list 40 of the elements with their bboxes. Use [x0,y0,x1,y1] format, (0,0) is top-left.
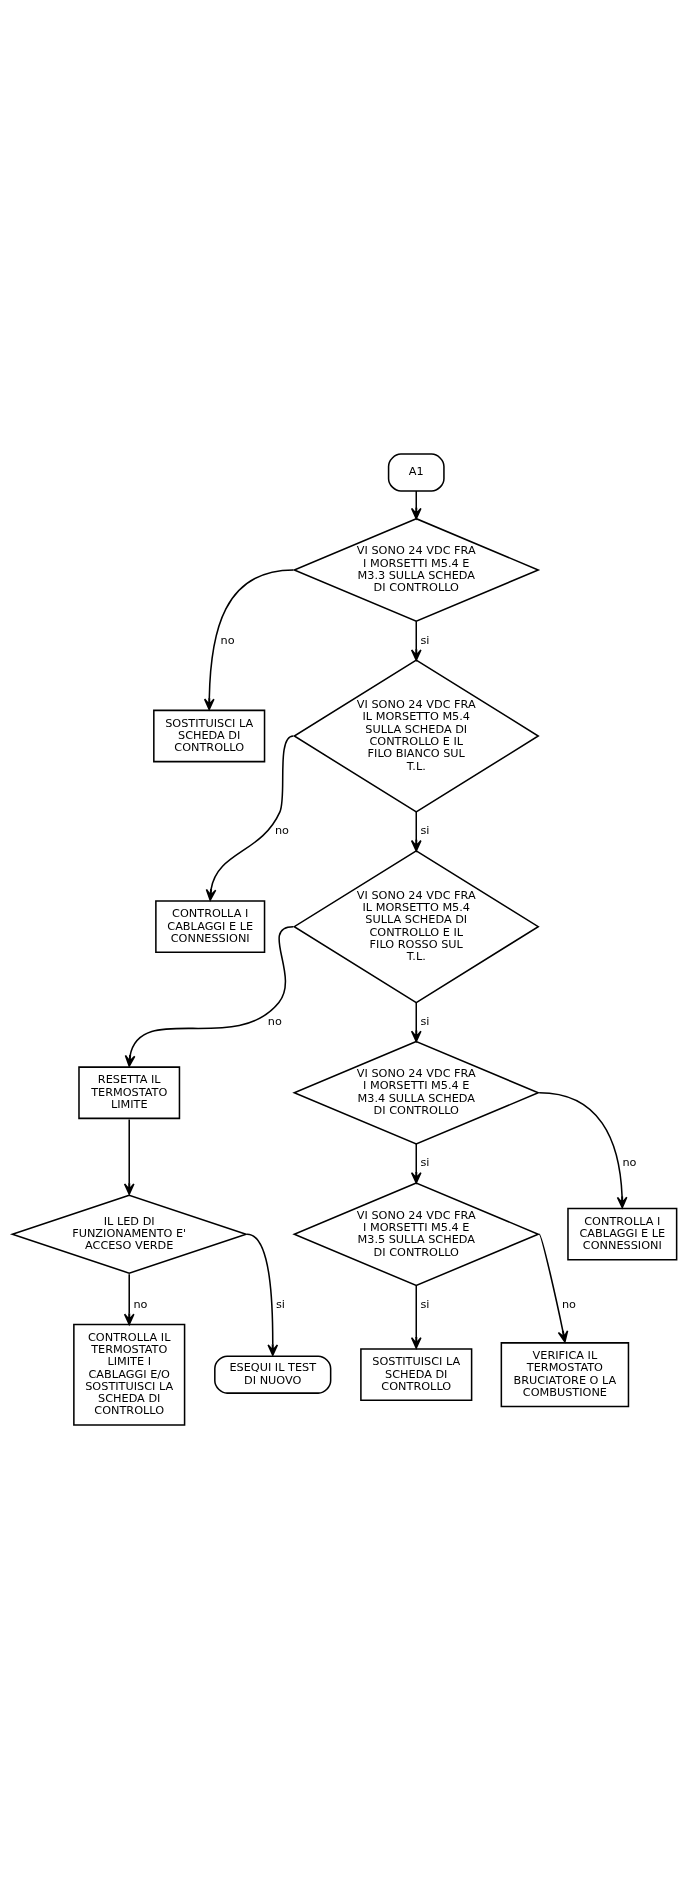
arrow [410,1143,422,1184]
arrow [410,490,422,520]
node-box: ESEQUI IL TEST DI NUOVO [214,1355,332,1394]
node-box: SOSTITUISCI LA SCHEDA DI CONTROLLO [153,709,266,763]
edge-label: no [622,1156,637,1170]
node-diamond: VI SONO 24 VDC FRA IL MORSETTO M5.4 SULLA SCHEDA DI CONTROLLO E IL FILO ROSSO SUL T.L. [292,849,540,1004]
node-diamond: VI SONO 24 VDC FRA I MORSETTI M5.4 E M3.4 SULLA SCHEDA DI CONTROLLO [292,1040,541,1145]
node-box: RESETTA IL TERMOSTATO LIMITE [78,1066,181,1120]
arrow [410,620,422,661]
arrow [205,735,294,901]
node-diamond: VI SONO 24 VDC FRA I MORSETTI M5.4 E M3.5 SULLA SCHEDA DI CONTROLLO [292,1182,541,1287]
edge-label: si [420,1297,430,1311]
edge-label: si [420,1014,430,1028]
node-diamond: VI SONO 24 VDC FRA I MORSETTI M5.4 E M3.3 SULLA SCHEDA DI CONTROLLO [292,517,541,623]
arrow [123,1273,135,1326]
edge-label: no [267,1014,282,1028]
arrow [410,1284,422,1349]
edge-label: si [420,633,430,647]
arrow [410,811,422,852]
arrow [410,1001,422,1043]
edge-label: no [561,1297,577,1311]
node-diamond: VI SONO 24 VDC FRA IL MORSETTO M5.4 SULLA SCHEDA DI CONTROLLO E IL FILO BIANCO SUL T.L. [292,659,540,813]
edge-label: si [420,1156,430,1170]
arrow [246,1233,279,1356]
arrow [203,569,294,711]
edge-label: si [420,824,430,838]
edge-label: no [274,824,289,838]
arrow [538,1092,628,1209]
node-box: VERIFICA IL TERMOSTATO BRUCIATORE O LA COMBUSTIONE [500,1342,630,1408]
node-box: SOSTITUISCI LA SCHEDA DI CONTROLLO [360,1348,473,1402]
node-diamond: IL LED DI FUNZIONAMENTO E' ACCESO VERDE [9,1194,249,1274]
node-box: CONTROLLA I CABLAGGI E LE CONNESSIONI [567,1207,678,1261]
edge-label: no [220,633,235,647]
arrow [123,1118,135,1195]
arrow [538,1233,569,1343]
node-box: CONTROLLA IL TERMOSTATO LIMITE I CABLAGGI E/O SOSTITUISCI LA SCHEDA DI CONTROLLO [73,1323,186,1426]
edge-label: si [275,1297,285,1311]
node-box: CONTROLLA I CABLAGGI E LE CONNESSIONI [155,900,266,954]
node-box: A1 [387,453,445,492]
edge-label: no [133,1297,148,1311]
